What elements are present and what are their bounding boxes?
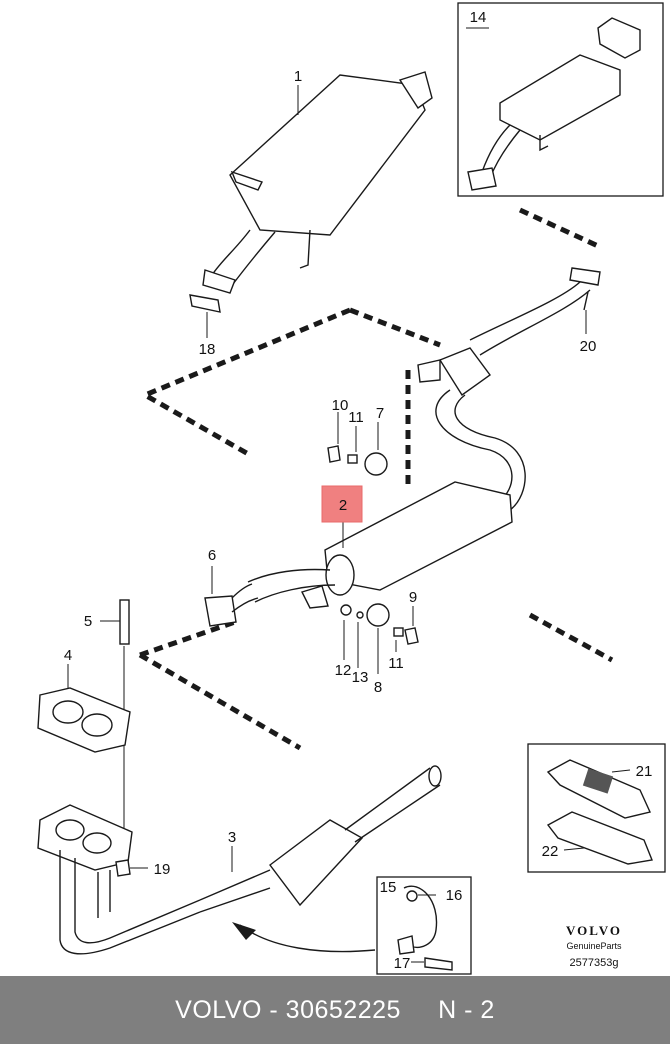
callout-19: 19 xyxy=(154,861,171,878)
detail-arrow xyxy=(239,924,376,953)
footer-brand: VOLVO xyxy=(175,995,262,1024)
routing-outlines xyxy=(138,207,614,751)
inset-parts-21-22 xyxy=(527,743,666,873)
callout-22: 22 xyxy=(542,843,559,860)
callout-3: 3 xyxy=(228,829,236,846)
callout-labels: 1 2 3 4 5 6 7 8 9 10 11 11 12 13 14 15 1… xyxy=(64,9,653,972)
callout-10: 10 xyxy=(332,397,349,414)
part-3-front-pipe xyxy=(37,765,442,955)
callout-20: 20 xyxy=(580,338,597,355)
footer-bar: VOLVO - 30652225 N - 2 xyxy=(0,976,670,1044)
part-6-clamp xyxy=(204,566,259,627)
callout-11-lower: 11 xyxy=(388,655,404,672)
inset-parts-15-17 xyxy=(376,876,472,975)
part-5-stud xyxy=(100,599,130,860)
callout-5: 5 xyxy=(84,613,92,630)
highlight-box-part-2 xyxy=(321,485,363,523)
exhaust-system-diagram: 1 2 3 4 5 6 7 8 9 10 11 11 12 13 14 15 1… xyxy=(37,2,666,975)
callout-11-upper: 11 xyxy=(348,409,364,426)
volvo-brand-mark: VOLVO GenuineParts 2577353g xyxy=(566,923,622,969)
footer-gap xyxy=(401,996,438,1025)
callout-1: 1 xyxy=(294,68,302,85)
callout-16: 16 xyxy=(446,887,463,904)
callout-17: 17 xyxy=(394,955,411,972)
part-2-middle-muffler xyxy=(247,481,513,603)
footer-part-number: 30652225 xyxy=(285,995,401,1024)
brand-logo-text: VOLVO xyxy=(566,923,622,938)
inset-part-14 xyxy=(457,2,664,197)
intermediate-pipe xyxy=(417,281,591,511)
callout-14: 14 xyxy=(470,9,487,26)
callout-9: 9 xyxy=(409,589,417,606)
callout-4: 4 xyxy=(64,647,72,664)
brand-sub-text: GenuineParts xyxy=(566,941,622,951)
footer-position: N - 2 xyxy=(438,995,495,1024)
callout-18: 18 xyxy=(199,341,216,358)
callout-21: 21 xyxy=(636,763,653,780)
part-4-gasket xyxy=(37,664,131,753)
callout-2: 2 xyxy=(339,497,347,514)
part-1-rear-muffler xyxy=(189,71,433,338)
detail-arrow-head xyxy=(232,922,256,940)
reference-code: 2577353g xyxy=(570,957,619,969)
part-20-bolt xyxy=(569,267,601,334)
callout-15: 15 xyxy=(380,879,397,896)
callout-8: 8 xyxy=(374,679,382,696)
callout-7: 7 xyxy=(376,405,384,422)
hangers xyxy=(301,412,419,674)
footer-separator: - xyxy=(261,995,286,1024)
callout-12: 12 xyxy=(335,662,352,679)
callout-6: 6 xyxy=(208,547,216,564)
callout-13: 13 xyxy=(352,669,369,686)
